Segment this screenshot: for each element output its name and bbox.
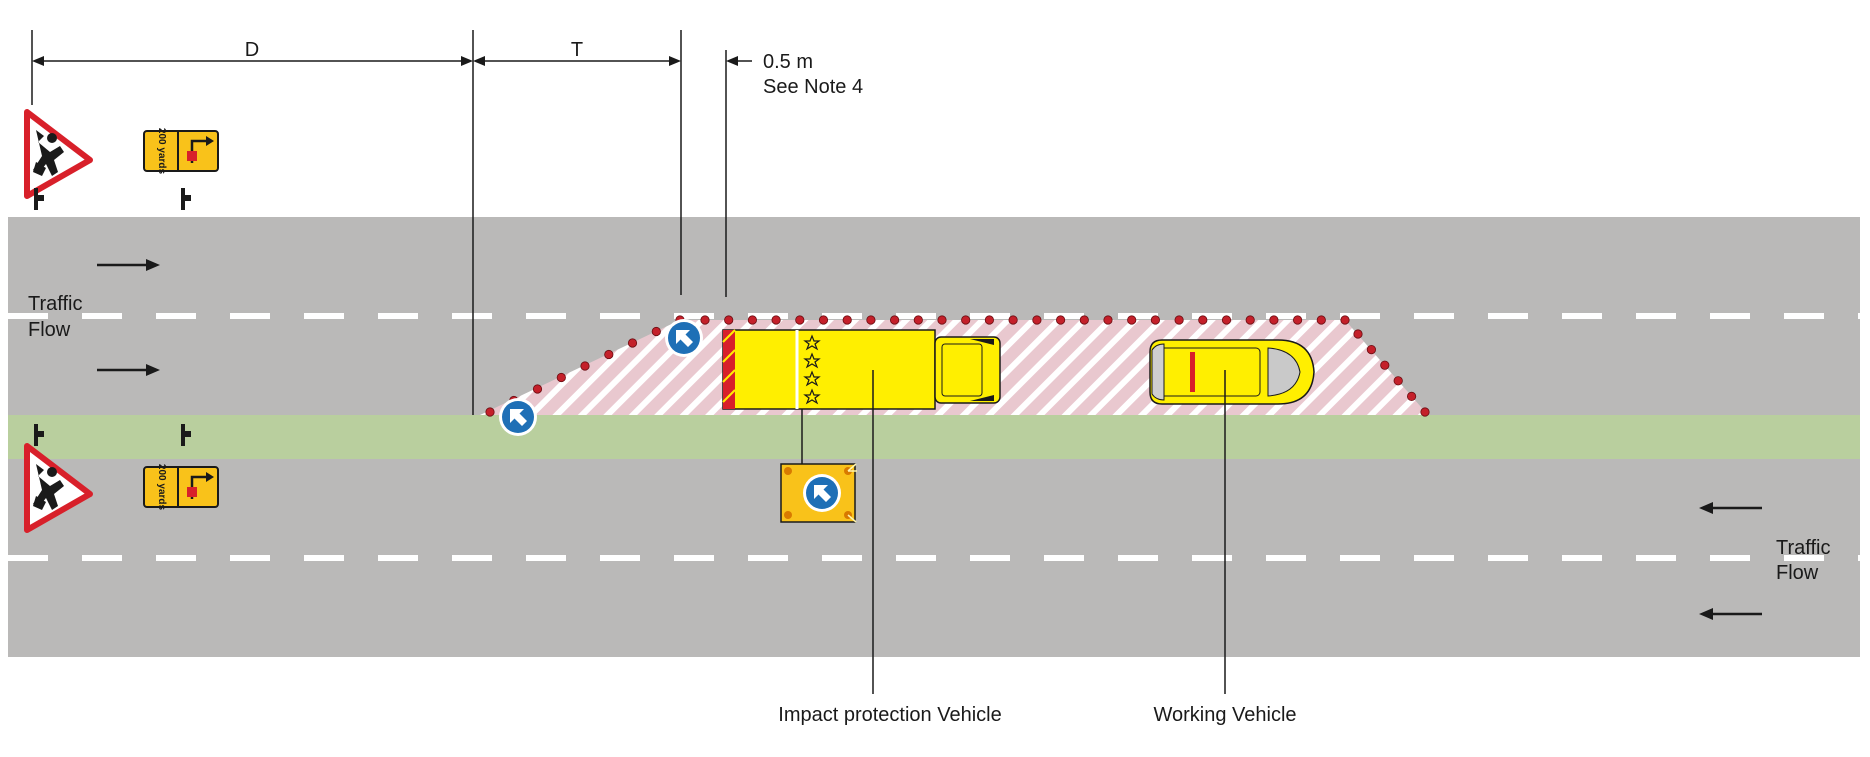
traffic-cone xyxy=(747,315,758,325)
traffic-direction-arrow-icon xyxy=(1699,608,1762,620)
traffic-flow-label-west-line1: Traffic xyxy=(28,293,82,315)
traffic-cone xyxy=(1127,315,1137,325)
traffic-cone xyxy=(866,315,876,325)
sign-plate-distance: 200 yards xyxy=(156,128,167,175)
traffic-cone xyxy=(1293,315,1303,325)
central-reserve xyxy=(8,415,1860,459)
keep-left-arrow-icon xyxy=(665,319,703,357)
dimension-t-label: T xyxy=(571,39,583,61)
traffic-cone xyxy=(984,315,995,325)
dimension-lines xyxy=(31,30,752,415)
traffic-cone xyxy=(937,315,947,325)
traffic-direction-arrow-icon xyxy=(1699,502,1762,514)
traffic-cone xyxy=(1380,360,1390,370)
traffic-cone xyxy=(651,326,661,337)
sign-plate: 200 yards xyxy=(142,464,220,511)
traffic-cone xyxy=(1198,315,1208,325)
traffic-cone xyxy=(842,315,852,325)
traffic-cone xyxy=(1245,315,1255,325)
traffic-cone xyxy=(604,349,614,360)
traffic-cone xyxy=(1340,315,1350,325)
traffic-cone xyxy=(1174,315,1184,325)
men-at-work-triangle-icon xyxy=(27,112,90,196)
traffic-cone xyxy=(580,361,590,371)
keep-left-arrow-icon xyxy=(803,474,841,512)
traffic-direction-arrow-icon xyxy=(97,259,160,271)
traffic-cone xyxy=(1150,315,1161,325)
impact-protection-vehicle-label: Impact protection Vehicle xyxy=(778,704,1001,726)
traffic-cone xyxy=(961,315,971,325)
traffic-cone xyxy=(1008,315,1018,325)
offset-label: 0.5 m xyxy=(763,51,813,73)
traffic-cone xyxy=(532,384,543,394)
traffic-cone xyxy=(1393,376,1403,386)
keep-left-arrow-icon xyxy=(499,398,537,436)
dimension-d-label: D xyxy=(245,39,259,61)
traffic-cone xyxy=(1056,315,1066,325)
traffic-cone xyxy=(1407,391,1417,401)
working-vehicle xyxy=(1149,339,1315,405)
sign-plate-distance: 200 yards xyxy=(156,464,167,511)
traffic-cone xyxy=(771,315,781,325)
traffic-cone xyxy=(1269,315,1279,325)
traffic-cones xyxy=(485,315,1430,417)
impact-protection-vehicle xyxy=(722,329,1001,410)
traffic-cone xyxy=(700,315,710,325)
traffic-cone xyxy=(818,315,829,325)
traffic-cone xyxy=(556,372,566,383)
traffic-cone xyxy=(889,315,900,325)
working-vehicle-label: Working Vehicle xyxy=(1153,704,1296,726)
traffic-flow-label-east-line1: Traffic xyxy=(1776,537,1830,559)
marker-post-icon xyxy=(181,188,191,210)
traffic-cone xyxy=(1079,315,1089,325)
traffic-cone xyxy=(1420,407,1430,417)
traffic-cone xyxy=(913,315,923,325)
offset-note: See Note 4 xyxy=(763,76,863,98)
traffic-cone xyxy=(795,315,805,325)
traffic-cone xyxy=(1032,315,1042,325)
traffic-cone xyxy=(627,338,638,348)
traffic-cone xyxy=(1366,344,1377,355)
traffic-flow-label-east-line2: Flow xyxy=(1776,562,1819,584)
traffic-cone xyxy=(1316,315,1326,325)
traffic-cone xyxy=(724,315,734,325)
traffic-cone xyxy=(485,407,495,417)
traffic-cone xyxy=(1353,329,1363,339)
traffic-cone xyxy=(1221,315,1232,325)
traffic-cone xyxy=(1103,315,1113,325)
traffic-flow-label-west-line2: Flow xyxy=(28,319,71,341)
sign-plate: 200 yards xyxy=(142,128,220,175)
traffic-direction-arrow-icon xyxy=(97,364,160,376)
